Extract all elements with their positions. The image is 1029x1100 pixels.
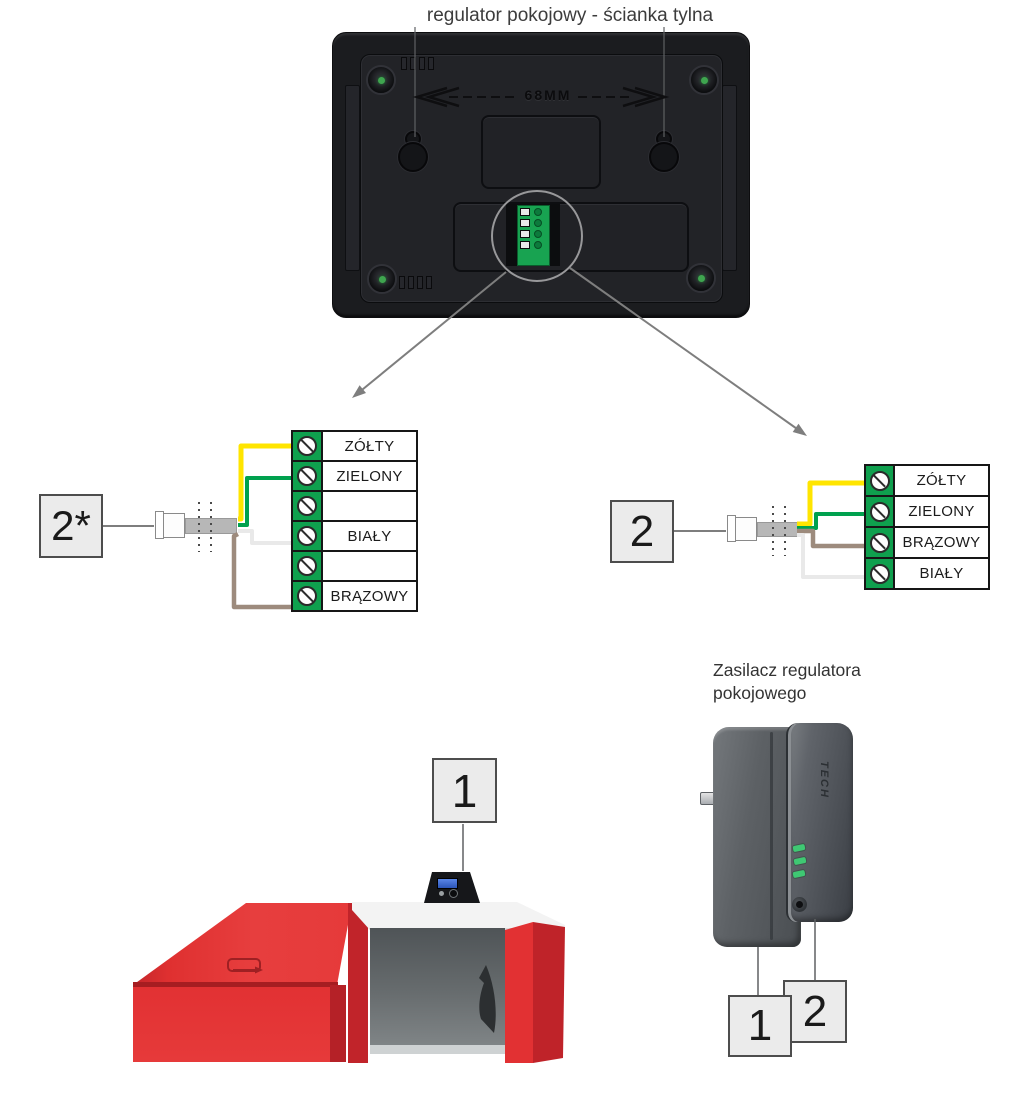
controller-screen [437, 878, 458, 889]
controller-button [439, 891, 444, 896]
boiler-left-pillar [348, 903, 368, 1063]
terminal-label: ZIELONY [321, 460, 418, 492]
wiring-label-box-2star: 2* [39, 494, 103, 558]
vent-slots-top [401, 57, 434, 70]
terminal-screw-cell [864, 495, 895, 528]
wire-green [238, 476, 295, 527]
boiler-door-sill [370, 1045, 505, 1054]
terminal-row: ZÓŁTY [864, 464, 990, 497]
terminal-screw-cell [291, 430, 323, 462]
boiler-right-pillar [505, 922, 533, 1063]
terminal-label: BRĄZOWY [893, 526, 990, 559]
boiler-hopper-side [330, 985, 346, 1062]
wire-white [238, 529, 295, 545]
boiler-right-side [533, 922, 565, 1063]
wiring-label-box-2: 2 [610, 500, 674, 563]
terminal-row: BRĄZOWY [291, 580, 418, 612]
terminal-screw-cell [291, 490, 323, 522]
terminal-row [291, 550, 418, 582]
wire-brown [797, 528, 868, 549]
terminal-screw-cell [291, 460, 323, 492]
wire-green [797, 512, 868, 530]
terminal-block-right: ZÓŁTY ZIELONY BRĄZOWY BIAŁY [864, 464, 990, 590]
terminal-row: BRĄZOWY [864, 526, 990, 559]
terminal-row: BIAŁY [864, 557, 990, 590]
terminal-screw-cell [291, 520, 323, 552]
screw-icon [869, 501, 890, 522]
terminal-row: ZIELONY [291, 460, 418, 492]
mounting-keyhole-left [398, 142, 428, 172]
terminal-screw-cell [864, 464, 895, 497]
boiler-door [370, 928, 505, 1045]
screw-icon [297, 466, 317, 486]
terminal-label: BIAŁY [321, 520, 418, 552]
label-recess [481, 115, 601, 189]
terminal-label: ZÓŁTY [893, 464, 990, 497]
rj-plug-body [163, 513, 185, 538]
screw-icon [869, 470, 890, 491]
wire-yellow [797, 480, 868, 527]
corner-screw [366, 65, 396, 95]
terminal-label: BRĄZOWY [321, 580, 418, 612]
callout-arrowhead-left [352, 385, 366, 398]
mounting-keyhole-right [649, 142, 679, 172]
power-supply-adapter: TECH [690, 720, 865, 960]
terminal-screw-cell [291, 580, 323, 612]
screw-icon [869, 563, 890, 584]
wire-white [797, 533, 868, 579]
power-supply-title-line1: Zasilacz regulatora [713, 660, 861, 680]
terminal-label: ZÓŁTY [321, 430, 418, 462]
boiler-hopper-lid [133, 903, 352, 985]
terminal-row: ZIELONY [864, 495, 990, 528]
wire-yellow [238, 443, 295, 522]
screw-icon [297, 556, 317, 576]
screw-icon [297, 526, 317, 546]
terminal-screw-cell [864, 557, 895, 590]
screw-icon [297, 436, 317, 456]
cable-boot [185, 518, 237, 534]
terminal-label [321, 550, 418, 582]
boiler-label-box-1: 1 [432, 758, 497, 823]
terminal-row [291, 490, 418, 522]
psu-label-box-1: 1 [728, 995, 792, 1057]
terminal-screw-cell [864, 526, 895, 559]
power-supply-title: Zasilacz regulatora pokojowego [713, 659, 933, 705]
connector-recess [453, 202, 689, 272]
screw-icon [297, 496, 317, 516]
vent-slots-bottom [399, 276, 432, 289]
wire-brown [231, 531, 295, 610]
corner-screw [689, 65, 719, 95]
panel-side-tab-right [722, 85, 737, 271]
terminal-screw-cell [291, 550, 323, 582]
terminal-row: BIAŁY [291, 520, 418, 552]
screw-icon [869, 532, 890, 553]
mounting-distance-label: 68MM [524, 87, 572, 103]
adapter-front-slab [786, 723, 853, 922]
screw-icon [297, 586, 317, 606]
terminal-block-left: ZÓŁTY ZIELONY BIAŁY BRĄZOWY [291, 430, 418, 612]
back-panel-title: regulator pokojowy - ścianka tylna [426, 5, 714, 26]
terminal-label: BIAŁY [893, 557, 990, 590]
panel-terminal-connector [517, 205, 550, 266]
callout-arrowhead-right [792, 423, 807, 436]
cable-boot [757, 522, 798, 537]
boiler-controller [424, 872, 480, 903]
boiler-hopper-front [133, 987, 330, 1062]
rj-plug-body [735, 517, 757, 541]
corner-screw [367, 264, 397, 294]
terminal-row: ZÓŁTY [291, 430, 418, 462]
dc-jack [792, 897, 807, 912]
terminal-label [321, 490, 418, 522]
panel-side-tab-left [345, 85, 360, 271]
power-supply-title-line2: pokojowego [713, 683, 807, 703]
corner-screw [686, 263, 716, 293]
terminal-label: ZIELONY [893, 495, 990, 528]
psu-label-box-2: 2 [783, 980, 847, 1043]
adapter-groove [770, 732, 773, 940]
controller-knob [449, 889, 458, 898]
brand-label: TECH [818, 761, 830, 799]
boiler-hopper-lip [133, 982, 338, 988]
